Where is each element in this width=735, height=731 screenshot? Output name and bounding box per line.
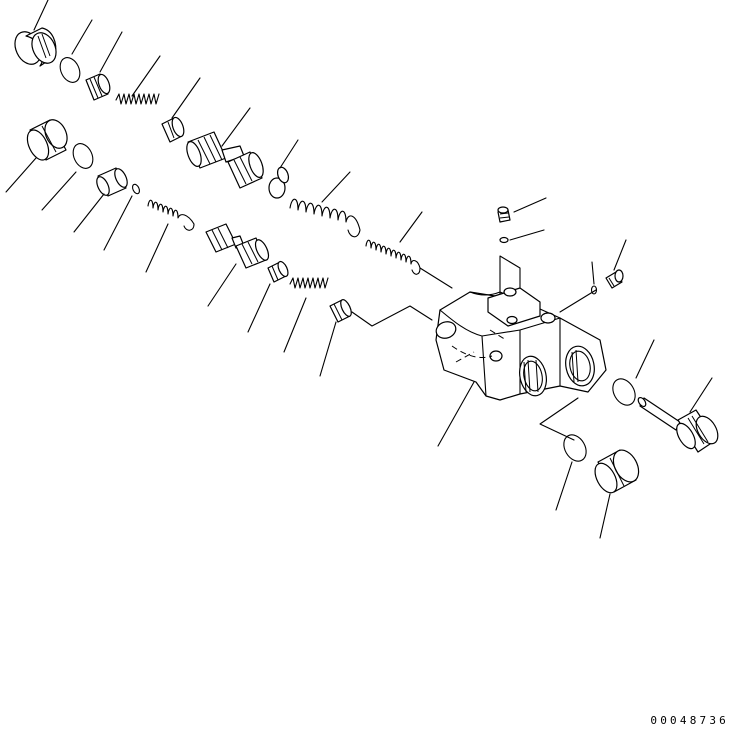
long-bolt xyxy=(637,396,719,453)
large-plug-top xyxy=(14,27,57,67)
grease-fitting-top xyxy=(497,206,511,223)
spring-bottom xyxy=(147,199,195,231)
spool-cap-top xyxy=(161,116,185,143)
plug-right-small xyxy=(605,269,624,289)
washer-top xyxy=(499,236,509,244)
lower-spool xyxy=(205,223,270,269)
small-spring-top xyxy=(115,93,160,105)
o-ring-right xyxy=(612,378,636,406)
o-ring-lower xyxy=(563,434,587,462)
main-spool xyxy=(186,131,264,189)
sleeve-bottom xyxy=(96,167,128,197)
small-spring-bottom xyxy=(289,277,329,289)
small-ring-bottom xyxy=(132,183,140,195)
medium-spring xyxy=(365,239,421,275)
valve-body xyxy=(435,287,607,401)
large-plug-bottom xyxy=(26,119,68,161)
large-plug-lower xyxy=(594,449,640,494)
o-ring-top xyxy=(59,57,81,83)
spring-seat-bottom xyxy=(267,260,289,283)
ball-check-top xyxy=(268,166,290,199)
tiny-ring-right xyxy=(590,285,598,295)
leader-lines xyxy=(5,0,713,539)
plug-bottom-small xyxy=(329,299,352,323)
o-ring-bottom xyxy=(72,143,94,169)
large-spring xyxy=(289,198,361,238)
spring-seat-top xyxy=(85,73,111,101)
drawing-number: 00048736 xyxy=(650,714,729,727)
